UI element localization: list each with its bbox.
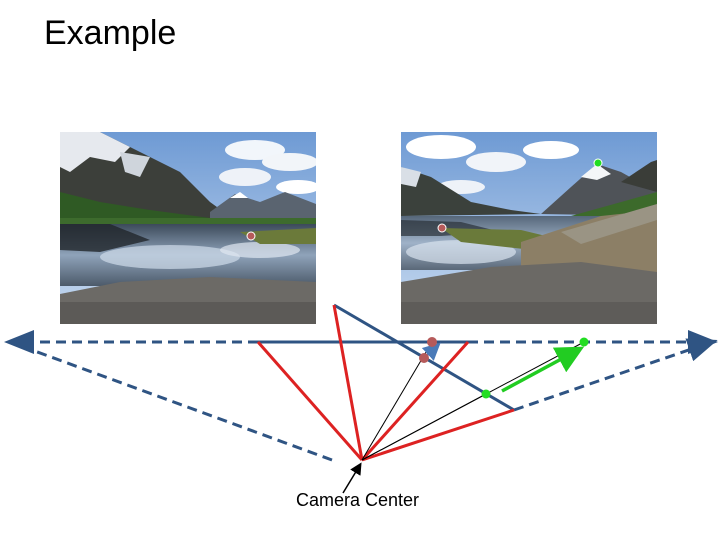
frustum-ray-4 (361, 408, 515, 462)
projection-ray-1 (361, 341, 433, 461)
left-photo-red-point (246, 231, 256, 241)
right-photo-red-point (437, 223, 447, 233)
extended-plane-left-slant (9, 340, 333, 462)
green-motion-arrow (501, 346, 585, 393)
frustum-ray-1 (256, 341, 364, 461)
red-point-plane-2 (419, 353, 429, 363)
right-photo-green-point (593, 158, 603, 168)
right-photo (401, 132, 657, 324)
projection-ray-3 (361, 341, 585, 461)
red-point-plane-1 (427, 337, 437, 347)
camera-center-pointer (342, 462, 362, 494)
slide-title: Example (44, 14, 177, 52)
extended-plane-right-slant (513, 338, 718, 412)
green-point-plane-2 (481, 389, 491, 399)
left-photo (60, 132, 316, 324)
frustum-ray-2 (332, 304, 364, 461)
frustum-ray-3 (360, 340, 470, 462)
green-point-extended (579, 337, 589, 347)
camera-center-label: Camera Center (296, 490, 420, 510)
